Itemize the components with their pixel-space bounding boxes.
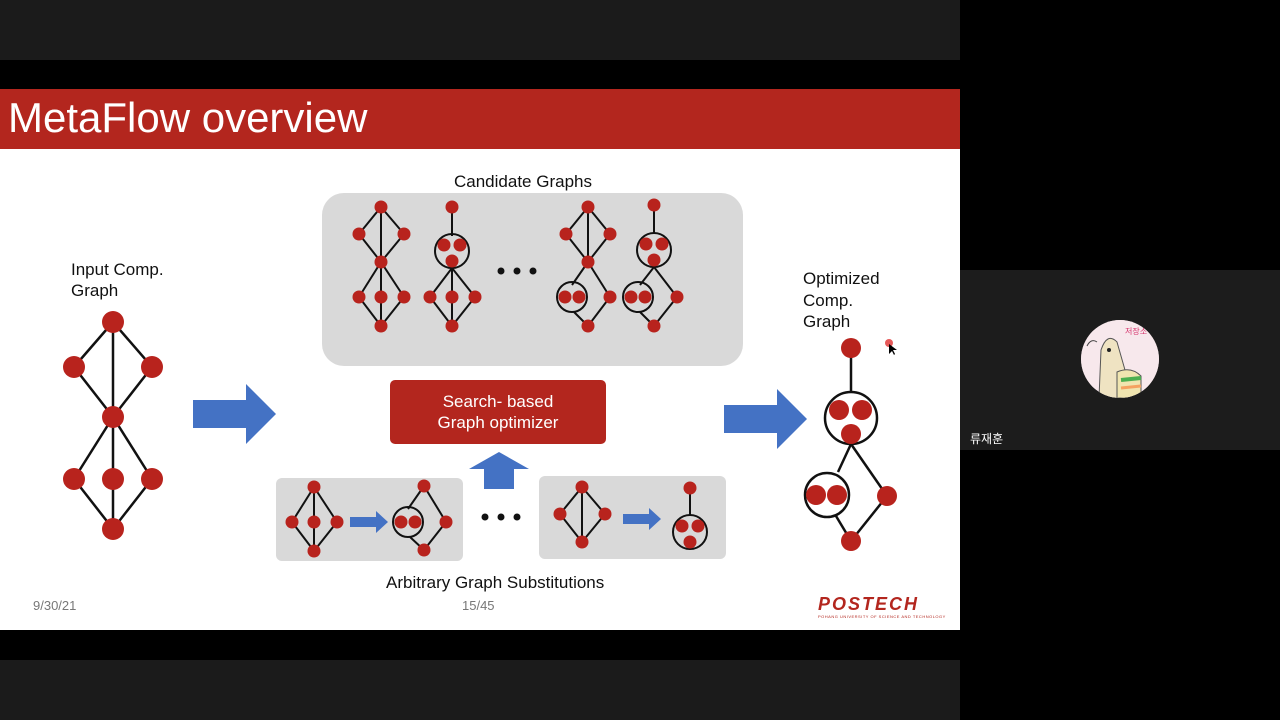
- substitutions-label: Arbitrary Graph Substitutions: [386, 573, 605, 592]
- optimized-graph: [803, 348, 889, 542]
- input-graph-nodes: [63, 311, 163, 540]
- postech-logo: POSTECH: [818, 594, 920, 614]
- cursor-icon: [889, 344, 897, 355]
- arrow-right-icon: [193, 384, 276, 444]
- participant-avatar: 저장소: [1081, 320, 1159, 398]
- diagram: [63, 193, 897, 561]
- optimizer-label-line2: Graph optimizer: [437, 413, 559, 432]
- input-graph-label-line2: Graph: [71, 281, 119, 300]
- avatar-caption: 저장소: [1125, 327, 1148, 336]
- slide-date: 9/30/21: [33, 598, 77, 613]
- arrow-right-icon: [724, 389, 807, 449]
- ellipsis-icon: [481, 513, 521, 521]
- shared-slide: MetaFlow overview: [0, 89, 960, 630]
- slide-title: MetaFlow overview: [8, 94, 368, 141]
- postech-logo-subtitle: POHANG UNIVERSITY OF SCIENCE AND TECHNOL…: [818, 614, 946, 619]
- slide-title-bar: MetaFlow overview: [0, 89, 960, 149]
- small-arrow-icon: [623, 508, 661, 530]
- participant-video-tile[interactable]: 저장소 류재훈: [960, 270, 1280, 450]
- video-bottom-letterbox: [0, 660, 960, 720]
- output-graph-label-line2: Comp.: [803, 291, 854, 310]
- output-graph-label-line1: Optimized: [803, 269, 880, 288]
- video-top-letterbox: [0, 0, 960, 60]
- arrow-up-icon: [469, 452, 529, 489]
- candidate-graphs-panel: [322, 193, 743, 366]
- slide-page-number: 15/45: [462, 598, 495, 613]
- laser-pointer-icon: [885, 339, 893, 347]
- small-arrow-icon: [350, 511, 388, 533]
- ellipsis-icon: [497, 267, 537, 275]
- optimized-graph-nodes: [806, 338, 897, 551]
- graph-optimizer-box: Search- based Graph optimizer: [390, 380, 606, 444]
- participant-name: 류재훈: [970, 432, 1004, 446]
- candidate-graphs-label: Candidate Graphs: [454, 172, 592, 191]
- output-graph-label-line3: Graph: [803, 312, 851, 331]
- optimizer-label-line1: Search- based: [442, 392, 554, 411]
- input-graph-label-line1: Input Comp.: [71, 260, 164, 279]
